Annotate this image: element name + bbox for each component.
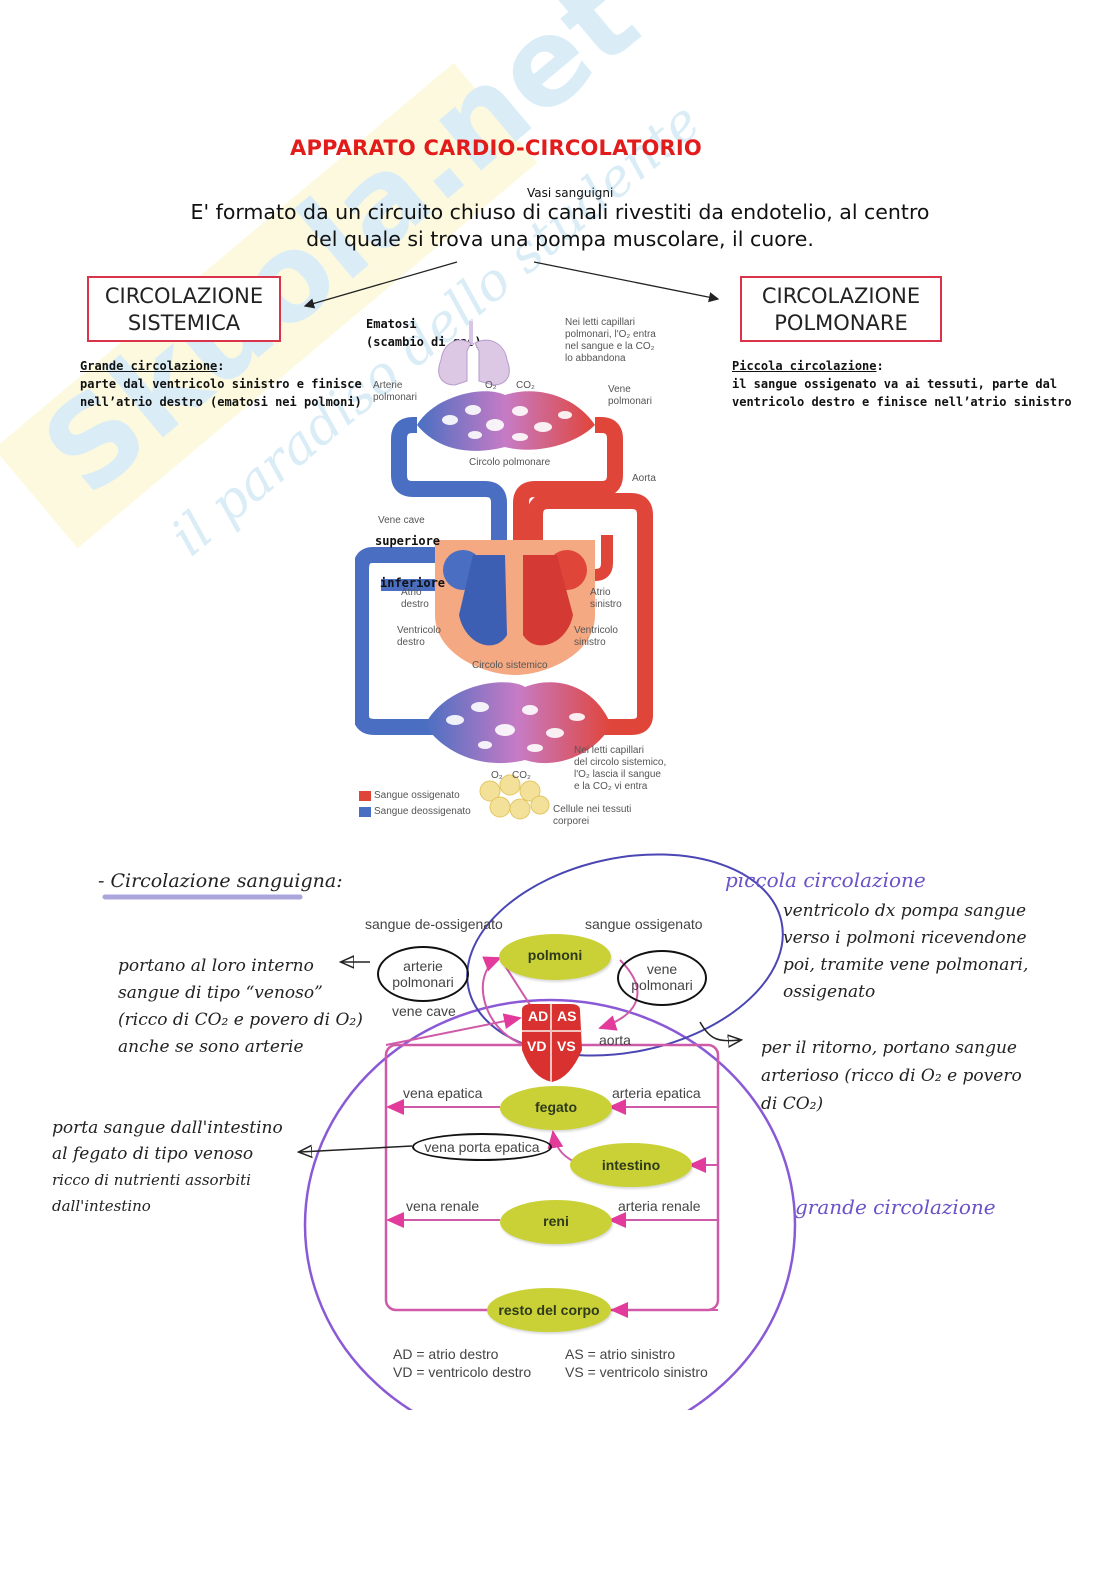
intro-line-1: E' formato da un circuito chiuso di cana… — [190, 200, 930, 224]
pulmonary-capillary-bed — [417, 391, 595, 451]
label-o2-bottom: O₂ — [491, 770, 503, 781]
intro-text: E' formato da un circuito chiuso di cana… — [110, 199, 1010, 253]
piccola-circolazione-ellipse — [466, 853, 784, 1057]
intro-arrows — [303, 261, 720, 309]
organ-intestino: intestino — [570, 1143, 692, 1187]
heart-vs: VS — [557, 1038, 576, 1054]
section-title-text: Circolazione sanguigna: — [110, 870, 343, 892]
organ-reni: reni — [500, 1200, 612, 1244]
legend-vs: VS = ventricolo sinistro — [565, 1364, 708, 1380]
label-vena-renale: vena renale — [406, 1198, 480, 1214]
arrow-vene-note — [699, 1021, 740, 1041]
legend-ad: AD = atrio destro — [393, 1346, 499, 1362]
box-circolazione-polmonare: CIRCOLAZIONE POLMONARE — [740, 276, 942, 342]
legend-as: AS = atrio sinistro — [565, 1346, 676, 1362]
left-ventricle — [523, 555, 573, 646]
vena-cava-vessel — [355, 547, 451, 735]
vasi-annotation: Vasi sanguigni — [527, 186, 614, 200]
grande-circolazione-circle — [303, 998, 797, 1410]
right-ventricle — [459, 555, 507, 646]
box-sistemica-line2: SISTEMICA — [127, 311, 241, 335]
label-o2-top: O₂ — [485, 380, 497, 391]
arrow-to-sistemica — [303, 261, 458, 309]
legend-swatch-oxygenated — [359, 791, 371, 801]
aorta-vessel — [527, 493, 653, 735]
flow-vene-cave — [385, 1013, 522, 1046]
label-vena-porta-epatica: vena porta epatica — [412, 1133, 552, 1161]
label-vene-cave: Vene cave — [378, 515, 425, 526]
label-arteria-renale: arteria renale — [618, 1198, 701, 1214]
label-sangue-deossigenato: sangue de-ossigenato — [365, 916, 503, 932]
note-right-heading: Piccola circolazione — [732, 359, 877, 373]
note-right-line2: ventricolo destro e finisce nell’atrio s… — [732, 395, 1072, 409]
note-left-line2: nell’atrio destro (ematosi nei polmoni) — [80, 395, 362, 409]
arrow-to-polmonare — [533, 261, 720, 303]
circulation-illustration — [355, 321, 653, 820]
note-left-heading: Grande circolazione — [80, 359, 218, 373]
ematosi-line1: Ematosi — [366, 317, 417, 331]
box-polmonare-line1: CIRCOLAZIONE — [761, 284, 921, 308]
flow-to-polmoni — [481, 956, 526, 1046]
note-piccola-circolazione: Piccola circolazione: il sangue ossigena… — [732, 359, 1072, 409]
label-circolo-sistemico: Circolo sistemico — [472, 660, 548, 671]
label-inferiore: inferiore — [380, 576, 446, 590]
box-circolazione-sistemica: CIRCOLAZIONE SISTEMICA — [87, 276, 281, 342]
box-sistemica-line1: CIRCOLAZIONE — [104, 284, 264, 308]
organ-fegato: fegato — [500, 1086, 612, 1130]
label-vena-epatica: vena epatica — [403, 1085, 483, 1101]
legend-vd: VD = ventricolo destro — [393, 1364, 532, 1380]
legend-swatch-deoxygenated — [359, 807, 371, 817]
heart-vd: VD — [527, 1038, 547, 1054]
label-co2-top: CO₂ — [516, 380, 535, 391]
title-grande-circolazione: grande circolazione — [795, 1195, 996, 1219]
arrow-porta-note — [300, 1146, 413, 1152]
organ-polmoni: polmoni — [499, 934, 611, 980]
label-sangue-ossigenato: sangue ossigenato — [585, 916, 703, 932]
label-co2-bottom: CO₂ — [512, 770, 531, 781]
label-aorta: Aorta — [632, 473, 656, 484]
body-cells-icon — [479, 774, 550, 820]
lungs-icon — [438, 321, 510, 386]
section-title-circolazione-sanguigna: - Circolazione sanguigna: — [98, 870, 343, 892]
label-aorta-scheme: aorta — [599, 1032, 631, 1048]
systemic-capillary-bed — [425, 682, 611, 764]
label-vene-cave-scheme: vene cave — [392, 1003, 456, 1019]
title-piccola-circolazione: piccola circolazione — [725, 868, 926, 892]
heart-scheme-icon — [522, 1004, 582, 1082]
note-grande-circolazione: Grande circolazione: parte dal ventricol… — [80, 359, 362, 409]
flow-vena-porta — [547, 1130, 576, 1163]
pulmonary-artery-vessel — [391, 417, 507, 545]
intro-line-2: del quale si trova una pompa muscolare, … — [306, 227, 814, 251]
pulmonary-vein-vessel — [513, 417, 623, 545]
page-title: APPARATO CARDIO-CIRCOLATORIO — [290, 136, 702, 160]
label-superiore: superiore — [375, 534, 441, 548]
label-circolo-polmonare: Circolo polmonare — [469, 457, 551, 468]
legend-oxygenated: Sangue ossigenato — [374, 790, 460, 801]
organ-resto-del-corpo: resto del corpo — [487, 1288, 611, 1332]
label-arteria-epatica: arteria epatica — [612, 1085, 701, 1101]
heart-as: AS — [557, 1008, 577, 1024]
box-polmonare-line2: POLMONARE — [774, 311, 908, 335]
note-right-line1: il sangue ossigenato va ai tessuti, part… — [732, 377, 1058, 391]
heart-ad: AD — [528, 1008, 549, 1024]
note-left-line1: parte dal ventricolo sinistro e finisce — [80, 377, 362, 391]
legend-deoxygenated: Sangue deossigenato — [374, 806, 471, 817]
